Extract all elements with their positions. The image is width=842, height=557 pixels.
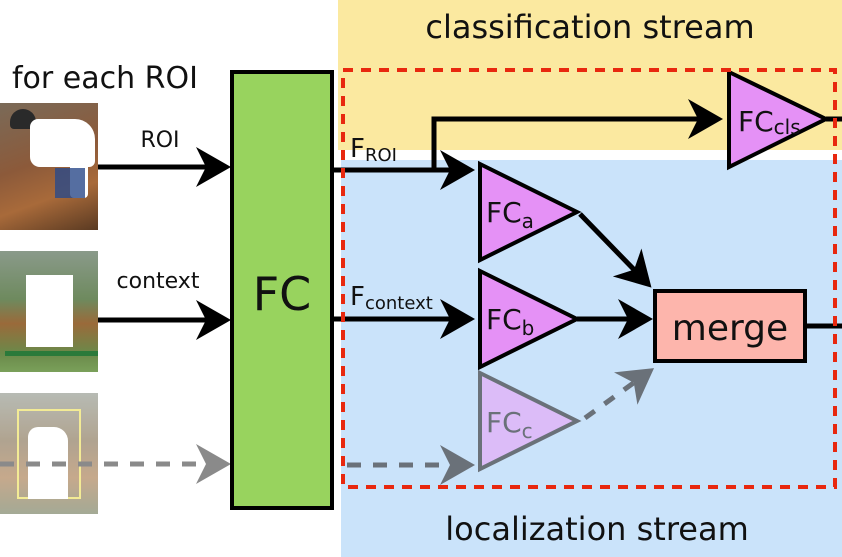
fc-b-label: FCb — [486, 303, 534, 340]
fc-c-triangle — [478, 369, 582, 473]
fc-c-label: FCc — [486, 406, 533, 443]
fc-cls-label: FCcls — [738, 105, 801, 139]
roi-thumbnail — [0, 103, 98, 230]
context-thumbnail — [0, 251, 98, 372]
merge-box — [653, 289, 807, 363]
context-input-label: context — [117, 269, 200, 294]
f-roi-label: FROI — [350, 134, 397, 166]
fc-b-triangle — [478, 267, 582, 371]
fc-block — [230, 70, 334, 510]
fc-cls-triangle — [727, 68, 831, 171]
for-each-roi-title: for each ROI — [12, 61, 198, 96]
f-context-label: Fcontext — [350, 282, 433, 314]
classification-stream-label: classification stream — [425, 8, 754, 46]
fca-to-merge-arrow — [578, 212, 652, 288]
fc-a-label: FCa — [486, 196, 534, 233]
masked-thumbnail — [0, 393, 98, 514]
fc-a-triangle — [478, 160, 582, 264]
roi-input-label: ROI — [140, 128, 179, 153]
f-roi-to-fccls-arrow — [431, 99, 723, 170]
merge-label: merge — [672, 308, 788, 349]
shared-head-region — [341, 68, 837, 489]
localization-stream-label: localization stream — [445, 510, 748, 548]
fc-block-label: FC — [253, 267, 312, 321]
